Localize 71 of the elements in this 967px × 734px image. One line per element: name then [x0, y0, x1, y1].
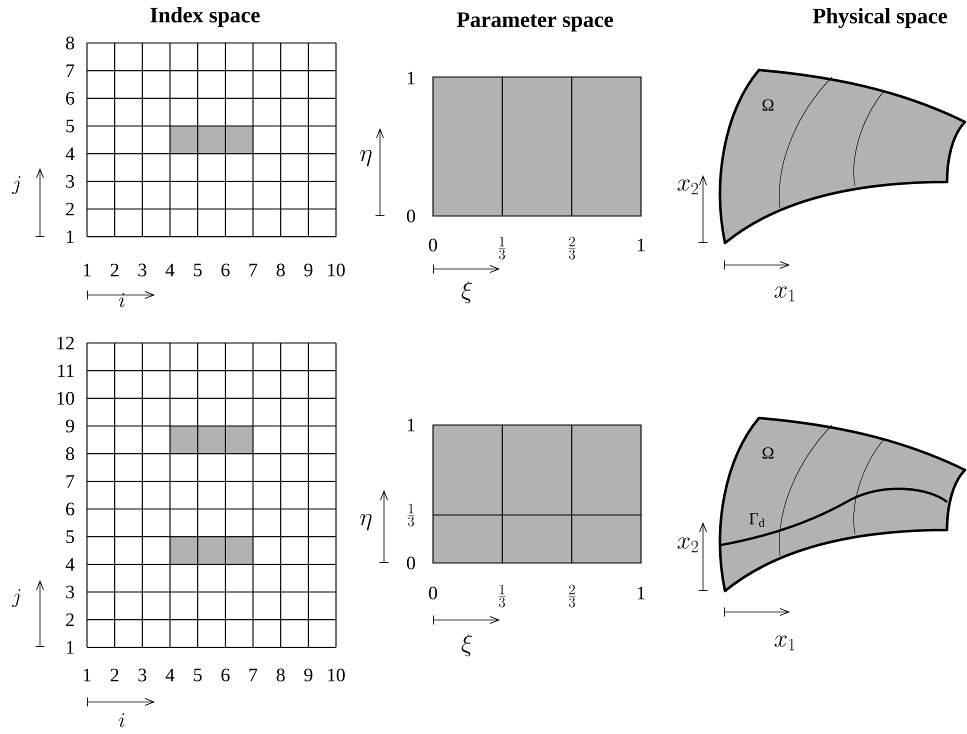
tick-label: 0: [428, 586, 438, 600]
tick-label: 8: [66, 447, 74, 460]
panel-title: Physical space: [812, 8, 947, 28]
tick-label: 1: [408, 418, 415, 432]
tick-label: 1: [638, 238, 645, 252]
tick-label: 9: [304, 668, 312, 682]
tick-label: 4: [166, 668, 174, 682]
tick-label: 3: [66, 175, 74, 188]
tick-label: 3: [138, 668, 146, 682]
tick-label: 5: [194, 264, 202, 276]
tick-label: 5: [66, 120, 74, 132]
tick-label: 1: [84, 264, 91, 276]
tick-label: 8: [276, 264, 285, 276]
axis-label: $\eta$: [360, 514, 372, 530]
tick-label: 8: [66, 36, 74, 50]
tick-label: 10: [328, 668, 345, 682]
tick-label: 2: [110, 264, 118, 276]
tick-label: 7: [66, 475, 74, 488]
axis-label: $x_2$: [678, 180, 698, 194]
tick-label: 5: [194, 668, 202, 682]
axis-label: $x_1$: [774, 636, 794, 650]
axis-label: $\xi$: [462, 634, 472, 656]
axis-label: $i$: [119, 713, 124, 727]
tick-label: 3: [138, 264, 146, 276]
region-label: Γ$_{d}$: [749, 513, 764, 527]
tick-label: 7: [250, 264, 258, 276]
tick-label: $\frac{1}{3}$: [498, 236, 506, 260]
tick-label: 6: [66, 502, 74, 516]
axis-label: $i$: [119, 293, 124, 307]
tick-label: 11: [58, 364, 74, 377]
tick-label: 0: [406, 556, 416, 570]
axis-label: $x_1$: [774, 286, 794, 302]
axis-label: $\eta$: [360, 150, 372, 166]
tick-label: 7: [250, 668, 258, 682]
tick-label: 1: [84, 668, 91, 682]
tick-label: 8: [276, 668, 285, 682]
tick-label: $\frac{2}{3}$: [568, 584, 576, 608]
tick-label: 6: [221, 668, 230, 682]
tick-label: 4: [166, 264, 174, 276]
tick-label: 2: [66, 202, 74, 216]
tick-label: 4: [66, 147, 74, 160]
tick-label: 6: [221, 264, 230, 276]
tick-label: 1: [408, 72, 415, 84]
region-label: Ω: [762, 99, 774, 111]
tick-label: 7: [66, 64, 74, 77]
tick-label: 0: [428, 238, 438, 252]
tick-label: 9: [304, 264, 312, 276]
tick-label: 9: [66, 420, 74, 432]
tick-label: 1: [66, 641, 74, 654]
tick-label: 2: [66, 613, 74, 626]
tick-label: $\frac{1}{3}$: [498, 584, 506, 608]
tick-label: 2: [110, 668, 118, 682]
tick-label: 10: [57, 392, 74, 405]
tick-label: $\frac{2}{3}$: [568, 236, 576, 260]
tick-label: 1: [638, 586, 645, 600]
axis-label: $j$: [12, 589, 20, 608]
tick-label: $\frac{1}{3}$: [407, 504, 415, 526]
axis-label: $x_2$: [678, 538, 698, 552]
tick-label: 6: [66, 92, 74, 105]
tick-label: 4: [66, 558, 74, 571]
tick-label: 0: [406, 210, 416, 222]
tick-label: 1: [66, 230, 74, 243]
tick-label: 12: [57, 336, 74, 350]
tick-label: 10: [328, 264, 345, 276]
region-label: Ω: [762, 447, 774, 459]
axis-label: $j$: [12, 176, 20, 194]
panel-title: Parameter space: [456, 12, 613, 32]
tick-label: 3: [66, 586, 74, 598]
panel-title: Index space: [150, 7, 260, 27]
axis-label: $\xi$: [462, 280, 472, 304]
tick-label: 5: [66, 530, 74, 544]
